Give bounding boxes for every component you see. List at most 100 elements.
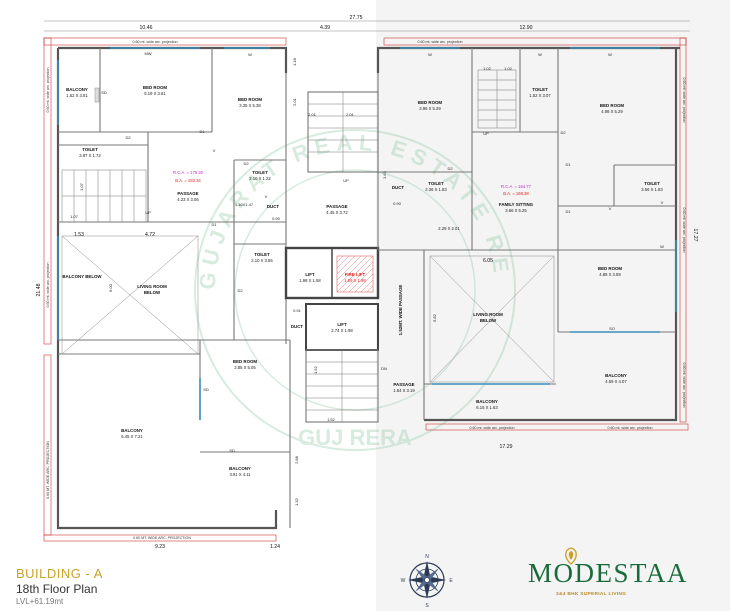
left-stair: [61, 169, 147, 223]
dim-0-90b: 0.90: [393, 201, 402, 206]
brand-name: MODESTAA: [528, 558, 688, 588]
room-family-size: 3.66 X 5.25: [505, 208, 527, 213]
mark-w-5: W: [660, 244, 664, 249]
compass-e: E: [449, 578, 453, 584]
peacock-logo-icon: [565, 547, 577, 565]
room-toilet2-size: 2.10 X 1.22: [249, 176, 271, 181]
room-toilet6: TOILET: [644, 181, 660, 186]
plan-caption: BUILDING - A 18th Floor Plan LVL+61.19mt: [16, 566, 103, 606]
mark-so: SO: [609, 326, 615, 331]
dim-1-63: 1.63: [382, 170, 387, 179]
mark-sd-1: SD: [101, 90, 107, 95]
room-duct2: DUCT: [291, 324, 304, 329]
room-balcony-bm-size: 3.91 X 4.11: [229, 472, 251, 477]
mark-sd-3: SD: [229, 448, 235, 453]
room-toilet4: TOILET: [532, 87, 548, 92]
compass-icon: N S E W: [401, 554, 454, 609]
area-ba-right: B.A. = 169.28: [503, 191, 529, 196]
core-rooms: PASSAGE 4.45 X 3.72 LIFT 1.98 X 1.58 FIR…: [291, 185, 415, 393]
dim-overall-width: 27.75: [350, 15, 363, 21]
room-bed6: BED ROOM: [598, 266, 622, 271]
mark-d2-1: D2: [125, 135, 131, 140]
room-bed6-size: 4.88 X 3.59: [599, 272, 621, 277]
area-rca-right: R.C.A. = 164.77: [501, 184, 532, 189]
dim-1-02a: 1.02: [483, 66, 492, 71]
dim-1-16: 1.16X1.47: [235, 202, 254, 207]
room-lift1: LIFT: [305, 272, 315, 277]
dim-2-01a: 2.01: [292, 97, 297, 106]
room-lift1-size: 1.98 X 1.58: [299, 278, 321, 283]
mark-v-1: V: [213, 148, 216, 153]
room-toilet5: TOILET: [428, 181, 444, 186]
room-bed1: BED ROOM: [143, 85, 167, 90]
room-toilet6-size: 3.56 X 1.83: [641, 187, 663, 192]
dim-17-29: 17.29: [500, 444, 513, 450]
dim-mid-width: 4.39: [320, 25, 330, 31]
room-balcony-br-size: 4.59 X 4.07: [605, 379, 627, 384]
room-balcony-bc: BALCONY: [476, 399, 498, 404]
dim-1-07a: 1.07: [79, 182, 84, 191]
room-bed4-size: 3.96 X 5.29: [419, 106, 441, 111]
mark-mw: MW: [144, 51, 151, 56]
room-living-l: LIVING ROOM: [137, 284, 167, 289]
floor-title: 18th Floor Plan: [16, 582, 98, 596]
dim-0-90a: 0.90: [272, 216, 281, 221]
proj-right-lower: 0.60 mt. wide arc. projection: [682, 363, 686, 408]
mark-d2-3: D2: [237, 288, 243, 293]
room-family: FAMILY SITTING: [499, 202, 534, 207]
mark-sd-2: SD: [203, 387, 209, 392]
mark-v-4: V: [661, 200, 664, 205]
proj-top-left: 0.60 mt. wide arc. projection: [133, 40, 178, 44]
passage-label: 1.52MT. WIDE PASSAGE: [398, 285, 403, 336]
mark-d1-3: D1: [565, 162, 571, 167]
living-voids: [61, 235, 555, 383]
room-balcony-br: BALCONY: [605, 373, 627, 378]
dim-9-23: 9.23: [155, 544, 165, 550]
room-fire-lift: FIRE LIFT: [345, 272, 366, 277]
compass-w: W: [401, 578, 406, 584]
room-toilet4-size: 1.52 X 3.07: [529, 93, 551, 98]
proj-top-right: 0.60 mt. wide arc. projection: [418, 40, 463, 44]
room-bed2-size: 3.35 X 5.38: [239, 103, 261, 108]
room-balcony-bm: BALCONY: [229, 466, 251, 471]
dim-left-width: 10.46: [140, 25, 153, 31]
room-bed5-size: 4.98 X 5.29: [601, 109, 623, 114]
room-balcony-tl: BALCONY: [66, 87, 88, 92]
proj-left-mid: 0.60 mt. wide arc. projection: [46, 263, 50, 308]
left-interior-walls: [58, 48, 291, 528]
brand-tagline: 3&4 BHK SUPERIAL LIVING: [556, 592, 627, 597]
room-passage-c-size: 4.45 X 3.72: [326, 210, 348, 215]
room-toilet3: TOILET: [254, 252, 270, 257]
proj-right-upper: 0.60 mt. wide arc. projection: [682, 78, 686, 123]
top-dimensions: 27.75 10.46 4.39 12.90: [44, 15, 690, 32]
mark-w-4: W: [608, 52, 612, 57]
dim-0-91: 0.91: [293, 308, 302, 313]
room-bed2: BED ROOM: [238, 97, 262, 102]
room-toilet5-size: 2.36 X 1.83: [425, 187, 447, 192]
room-living-l-sub: BELOW: [144, 290, 161, 295]
proj-bottom-right: 0.60 mt. wide arc. projection: [608, 426, 653, 430]
mark-w-3: W: [538, 52, 542, 57]
mark-up-3: UP: [483, 131, 489, 136]
brand-logo: MODESTAA 3&4 BHK SUPERIAL LIVING: [528, 546, 714, 602]
dim-1-24: 1.24: [270, 544, 280, 550]
compass-s: S: [425, 603, 429, 609]
dim-1-32: 1.32: [294, 497, 299, 506]
room-bed3: BED ROOM: [233, 359, 257, 364]
dim-2-01c: 2.01: [346, 112, 355, 117]
room-toilet1-size: 3.87 X 1.72: [79, 153, 101, 158]
room-bed3-size: 3.85 X 5.05: [234, 365, 256, 370]
room-passage-r: PASSAGE: [393, 382, 414, 387]
room-passage-l: PASSAGE: [177, 191, 198, 196]
mark-up-1: UP: [145, 210, 151, 215]
proj-bottom-mid: 0.60 mt. wide arc. projection: [470, 426, 515, 430]
room-bed1-size: 5.19 X 3.81: [144, 91, 166, 96]
projection-outlines: 0.60 mt. wide arc. projection 0.60 mt. w…: [43, 37, 689, 542]
dim-4-72: 4.72: [145, 232, 155, 238]
dim-2-88: 2.88: [294, 455, 299, 464]
glazing: [57, 47, 677, 420]
mark-w-2: W: [428, 52, 432, 57]
mark-w-1: W: [248, 52, 252, 57]
room-balcony-bl: BALCONY: [121, 428, 143, 433]
